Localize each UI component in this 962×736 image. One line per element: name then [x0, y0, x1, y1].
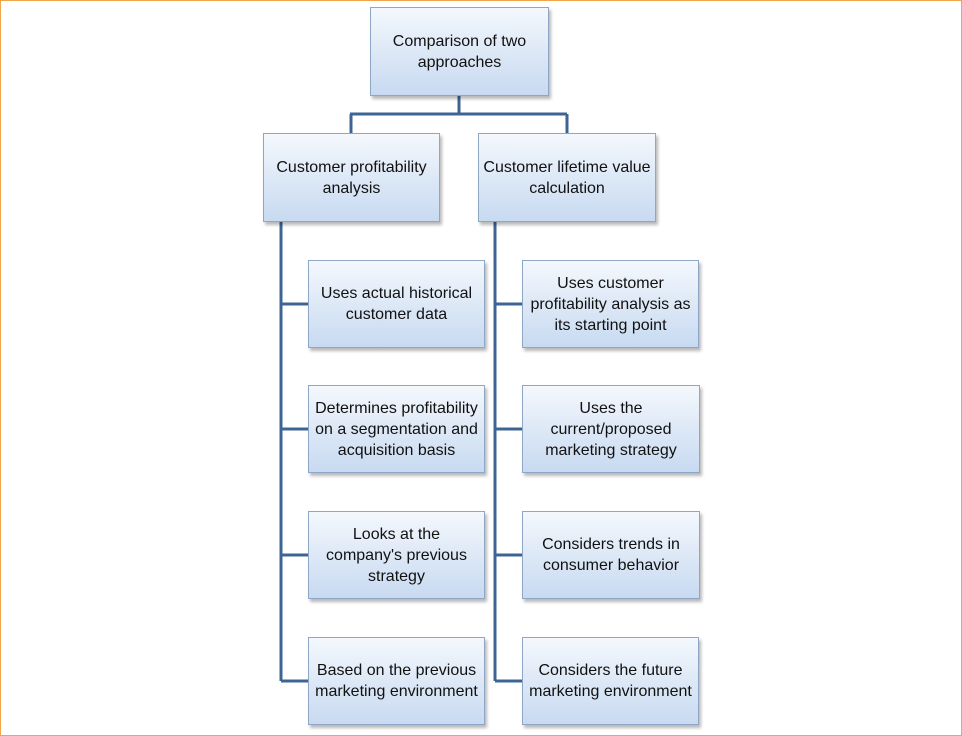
right-item-text: Considers trends in consumer behavior [542, 536, 680, 574]
right-item-text: Considers the future marketing environme… [529, 662, 692, 700]
right-item-text: Uses the current/proposed marketing stra… [545, 399, 677, 459]
right-item-node: Considers the future marketing environme… [522, 637, 699, 725]
right-item-node: Considers trends in consumer behavior [522, 511, 700, 599]
branch-node-customer-profitability: Customer profitability analysis [263, 133, 440, 222]
left-item-node: Based on the previous marketing environm… [308, 637, 485, 725]
branch-title: Customer lifetime value calculation [483, 158, 651, 197]
left-item-node: Uses actual historical customer data [308, 260, 485, 348]
right-item-text: Uses customer profitability analysis as … [530, 274, 691, 334]
left-item-node: Looks at the company's previous strategy [308, 511, 485, 599]
left-item-text: Based on the previous marketing environm… [315, 662, 478, 700]
left-item-text: Looks at the company's previous strategy [326, 525, 467, 585]
right-item-node: Uses customer profitability analysis as … [522, 260, 699, 348]
left-item-text: Determines profitability on a segmentati… [315, 399, 478, 459]
left-item-text: Uses actual historical customer data [320, 285, 473, 323]
right-item-node: Uses the current/proposed marketing stra… [522, 385, 700, 473]
left-item-node: Determines profitability on a segmentati… [308, 385, 485, 473]
root-node: Comparison of two approaches [370, 7, 549, 96]
root-node-text: Comparison of two approaches [392, 32, 527, 71]
branch-title: Customer profitability analysis [276, 158, 427, 197]
branch-node-customer-lifetime-value: Customer lifetime value calculation [478, 133, 656, 222]
